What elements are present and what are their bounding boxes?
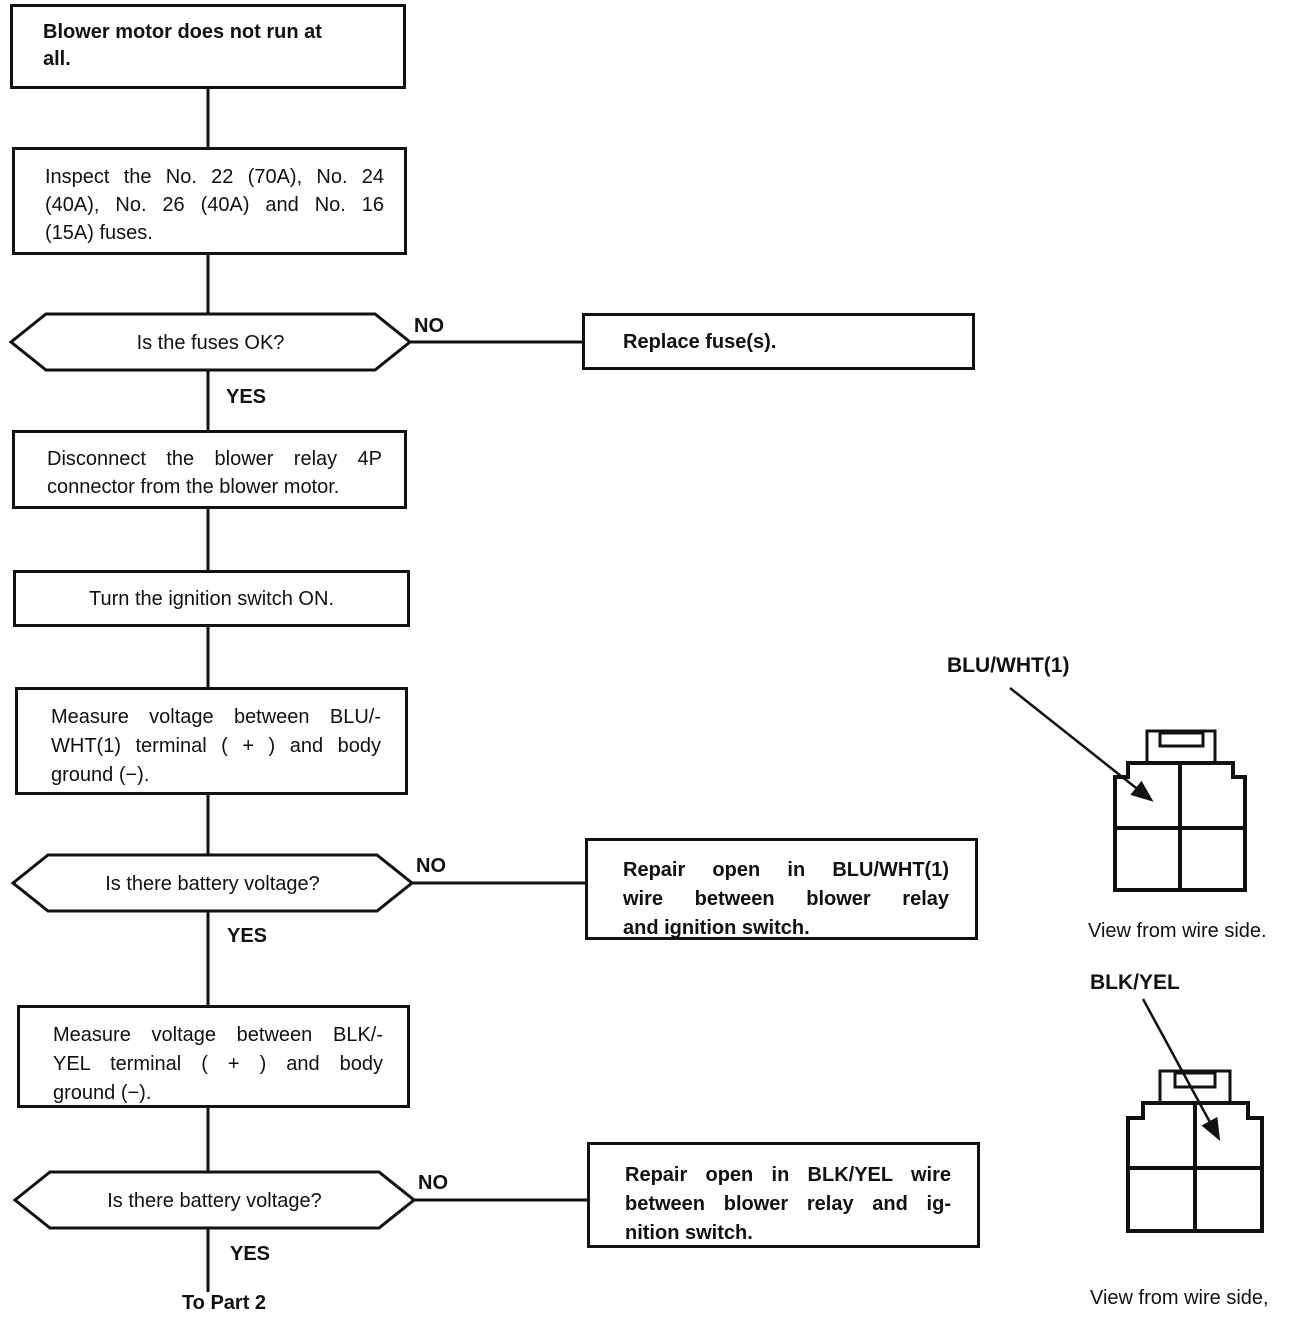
connector-top-tab bbox=[1145, 729, 1217, 762]
disconnect-relay-box: Disconnect the blower relay 4P connector… bbox=[12, 430, 407, 509]
repair-blu-wht-box: Repair open in BLU/WHT(1) wire between b… bbox=[585, 838, 978, 940]
branch-label-no-3: NO bbox=[418, 1172, 448, 1194]
blu-wht-pointer-arrow bbox=[1009, 687, 1154, 802]
ignition-on-box: Turn the ignition switch ON. bbox=[13, 570, 410, 627]
disconnect-relay-line: Disconnect the blower relay 4P bbox=[47, 448, 382, 470]
decision-battery-voltage-1-text: Is there battery voltage? bbox=[105, 873, 320, 895]
inspect-fuses-line: (40A), No. 26 (40A) and No. 16 bbox=[45, 194, 384, 216]
measure-blu-wht-box: Measure voltage between BLU/- WHT(1) ter… bbox=[15, 687, 408, 795]
repair-blk-yel-line: between blower relay and ig- bbox=[625, 1193, 951, 1215]
inspect-fuses-line: (15A) fuses. bbox=[45, 222, 153, 244]
measure-blu-wht-line: Measure voltage between BLU/- bbox=[51, 706, 381, 728]
repair-blk-yel-line: nition switch. bbox=[625, 1222, 753, 1244]
connector-diagram-top bbox=[1009, 687, 1247, 892]
measure-blu-wht-line: ground (−). bbox=[51, 764, 150, 786]
measure-blk-yel-box: Measure voltage between BLK/- YEL termin… bbox=[17, 1005, 410, 1108]
repair-blu-wht-line: and ignition switch. bbox=[623, 917, 810, 939]
start-box-line: all. bbox=[43, 48, 71, 70]
branch-label-yes-1: YES bbox=[226, 386, 267, 408]
ignition-on-line: Turn the ignition switch ON. bbox=[89, 587, 334, 610]
wire-side-caption-bottom: View from wire side, bbox=[1090, 1287, 1269, 1309]
branch-label-no-2: NO bbox=[416, 855, 446, 877]
blk-yel-pointer-arrow bbox=[1141, 998, 1221, 1141]
branch-label-yes-3: YES bbox=[230, 1243, 271, 1265]
replace-fuses-line: Replace fuse(s). bbox=[623, 330, 777, 353]
branch-label-yes-2: YES bbox=[227, 925, 268, 947]
branch-label-no-1: NO bbox=[414, 315, 444, 337]
decision-hexagons bbox=[8, 312, 417, 1230]
measure-blk-yel-line: Measure voltage between BLK/- bbox=[53, 1024, 383, 1046]
repair-blk-yel-line: Repair open in BLK/YEL wire bbox=[625, 1164, 951, 1186]
disconnect-relay-line: connector from the blower motor. bbox=[47, 476, 340, 498]
repair-blu-wht-line: Repair open in BLU/WHT(1) bbox=[623, 859, 949, 881]
measure-blk-yel-line: ground (−). bbox=[53, 1082, 152, 1104]
decision-hexagon-battery-1 bbox=[10, 853, 415, 913]
start-box: Blower motor does not run at all. bbox=[10, 4, 406, 89]
wire-side-caption-top: View from wire side. bbox=[1088, 920, 1267, 942]
repair-blk-yel-box: Repair open in BLK/YEL wire between blow… bbox=[587, 1142, 980, 1248]
connector-bottom-tab bbox=[1158, 1069, 1232, 1102]
decision-hexagon-fuses-ok bbox=[8, 312, 413, 372]
decision-hexagon-battery-2 bbox=[12, 1170, 417, 1230]
measure-blk-yel-line: YEL terminal ( + ) and body bbox=[53, 1053, 383, 1075]
inspect-fuses-line: Inspect the No. 22 (70A), No. 24 bbox=[45, 166, 384, 188]
blk-yel-connector-label: BLK/YEL bbox=[1090, 971, 1180, 994]
repair-blu-wht-line: wire between blower relay bbox=[623, 888, 949, 910]
decision-battery-voltage-2-text: Is there battery voltage? bbox=[107, 1190, 322, 1212]
connector-top-notch bbox=[1158, 731, 1205, 748]
decision-fuses-ok-text: Is the fuses OK? bbox=[136, 332, 285, 354]
inspect-fuses-box: Inspect the No. 22 (70A), No. 24 (40A), … bbox=[12, 147, 407, 255]
to-part-2-label: To Part 2 bbox=[181, 1292, 267, 1314]
start-box-line: Blower motor does not run at bbox=[43, 21, 322, 43]
measure-blu-wht-line: WHT(1) terminal ( + ) and body bbox=[51, 735, 381, 757]
connector-bottom-notch bbox=[1173, 1071, 1217, 1089]
connector-diagram-bottom bbox=[1126, 998, 1264, 1233]
blu-wht-connector-label: BLU/WHT(1) bbox=[947, 654, 1070, 677]
replace-fuses-box: Replace fuse(s). bbox=[582, 313, 975, 370]
